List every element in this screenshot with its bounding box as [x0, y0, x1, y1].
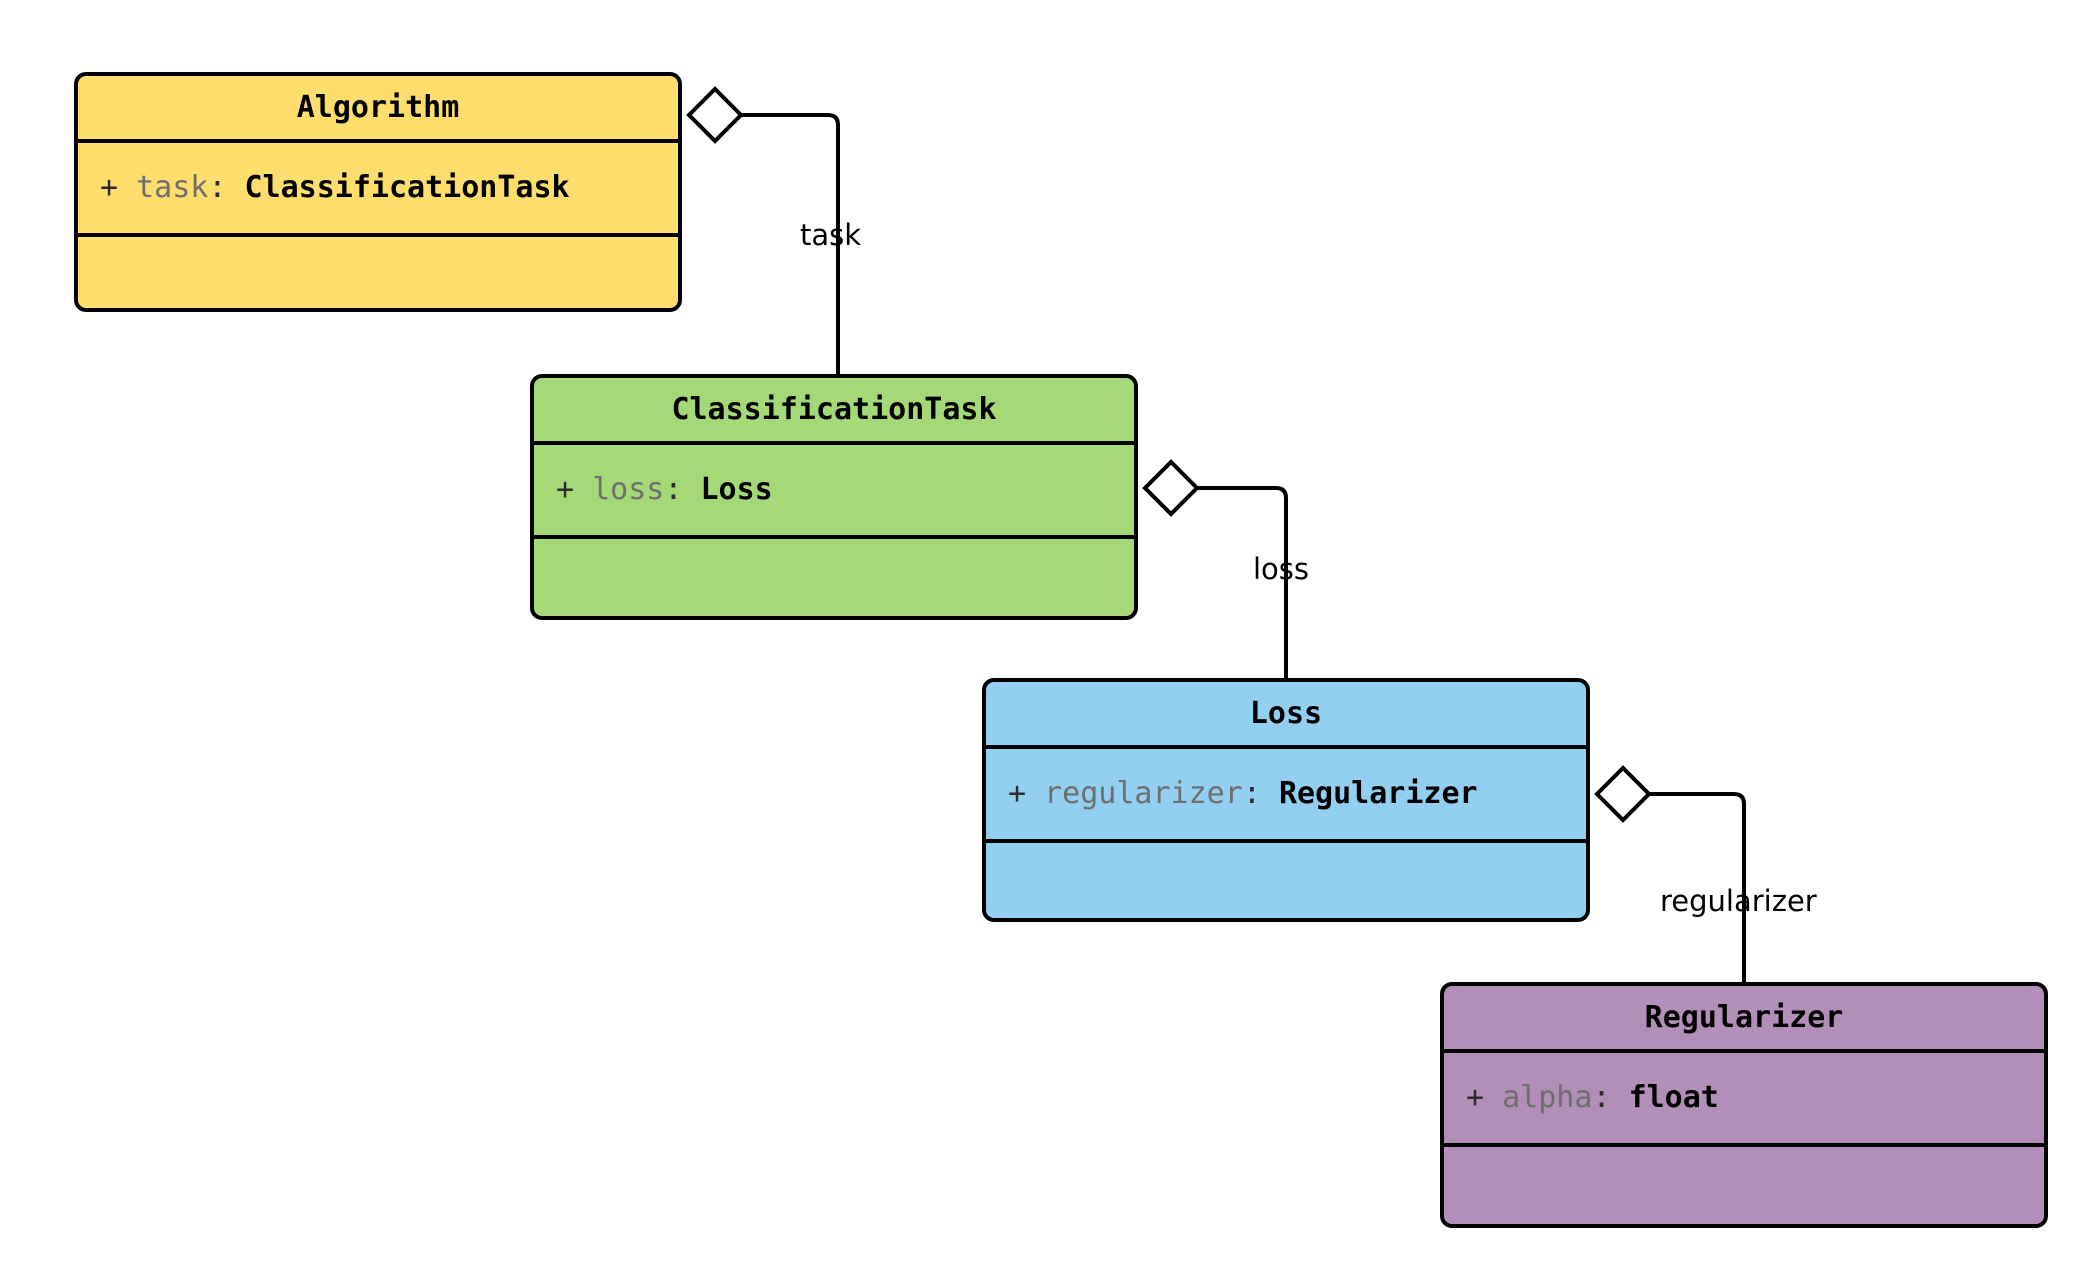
attribute-type: Loss	[700, 472, 773, 508]
attribute-name: alpha	[1502, 1080, 1593, 1116]
class-title-classification-task: ClassificationTask	[534, 378, 1134, 445]
edge-label-regularizer: regularizer	[1660, 884, 1817, 918]
attribute-type: ClassificationTask	[244, 170, 570, 206]
class-attributes-algorithm: + task: ClassificationTask	[78, 143, 678, 237]
class-methods-loss	[986, 843, 1586, 918]
attribute-visibility: +	[1008, 776, 1027, 812]
uml-class-algorithm[interactable]: Algorithm + task: ClassificationTask	[74, 72, 682, 312]
aggregation-diamond-icon	[1142, 459, 1200, 517]
attribute-visibility: +	[556, 472, 575, 508]
class-methods-regularizer	[1444, 1147, 2044, 1224]
attribute-separator: :	[1242, 776, 1261, 812]
edge-label-loss: loss	[1253, 552, 1310, 586]
class-methods-algorithm	[78, 237, 678, 308]
attribute-row: + regularizer: Regularizer	[1008, 775, 1586, 813]
attribute-row: + loss: Loss	[556, 471, 1134, 509]
attribute-separator: :	[664, 472, 683, 508]
class-attributes-regularizer: + alpha: float	[1444, 1053, 2044, 1147]
aggregation-diamond-icon	[1594, 765, 1652, 823]
attribute-type: Regularizer	[1278, 776, 1478, 812]
attribute-type: float	[1628, 1080, 1719, 1116]
edge-label-task: task	[800, 218, 862, 252]
class-title-loss: Loss	[986, 682, 1586, 749]
attribute-name: regularizer	[1044, 776, 1243, 812]
attribute-name: task	[136, 170, 209, 206]
attribute-separator: :	[1592, 1080, 1611, 1116]
attribute-visibility: +	[1466, 1080, 1485, 1116]
class-methods-classification-task	[534, 539, 1134, 616]
attribute-row: + alpha: float	[1466, 1079, 2044, 1117]
class-attributes-loss: + regularizer: Regularizer	[986, 749, 1586, 843]
uml-class-loss[interactable]: Loss + regularizer: Regularizer	[982, 678, 1590, 922]
relationship-loss-regularizer[interactable]	[1594, 765, 1746, 982]
uml-class-classification-task[interactable]: ClassificationTask + loss: Loss	[530, 374, 1138, 620]
attribute-visibility: +	[100, 170, 119, 206]
attribute-separator: :	[208, 170, 227, 206]
aggregation-diamond-icon	[686, 86, 744, 144]
attribute-name: loss	[592, 472, 665, 508]
class-attributes-classification-task: + loss: Loss	[534, 445, 1134, 539]
class-title-regularizer: Regularizer	[1444, 986, 2044, 1053]
class-title-algorithm: Algorithm	[78, 76, 678, 143]
uml-class-regularizer[interactable]: Regularizer + alpha: float	[1440, 982, 2048, 1228]
attribute-row: + task: ClassificationTask	[100, 169, 678, 207]
